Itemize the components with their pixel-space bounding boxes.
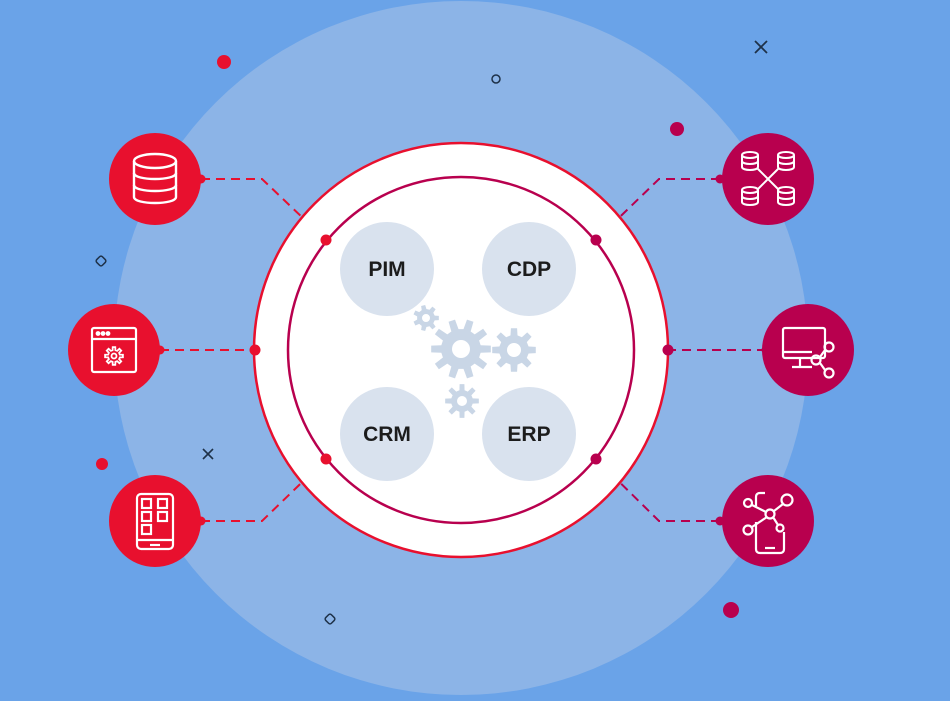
node-crm[interactable]: CRM [340, 387, 434, 481]
node-pim[interactable]: PIM [340, 222, 434, 316]
node-cdp[interactable]: CDP [482, 222, 576, 316]
port-dot [590, 453, 602, 465]
mobile-app-icon [135, 492, 175, 551]
connector-database [201, 178, 327, 241]
decor-dot [670, 122, 684, 136]
source-database[interactable] [109, 133, 201, 225]
monitor-share-icon [781, 326, 835, 379]
decor-diamond [95, 255, 107, 267]
hub-inner-ring [286, 175, 636, 525]
port-dot [590, 234, 602, 246]
decor-dot [217, 55, 231, 69]
node-pim-label: PIM [368, 258, 405, 281]
hub-outer-ring [252, 141, 670, 559]
hub [252, 141, 670, 559]
database-network-icon [741, 151, 795, 206]
node-cdp-label: CDP [507, 258, 551, 281]
decor-dot [96, 458, 108, 470]
decorative-marks [95, 40, 768, 625]
node-erp-label: ERP [507, 423, 550, 446]
gear-cluster [413, 305, 536, 418]
port-dot [320, 453, 332, 465]
decor-cross [754, 40, 768, 54]
gear-icon [445, 384, 479, 418]
gear-icon [431, 319, 491, 379]
port-dot [662, 344, 674, 356]
source-web-app[interactable] [68, 304, 160, 396]
mobile-network-icon [742, 491, 794, 555]
port-dot [320, 234, 332, 246]
output-desktop-share[interactable] [762, 304, 854, 396]
gear-icon [413, 305, 439, 331]
decor-cross [202, 448, 214, 460]
gear-icon [492, 328, 536, 372]
node-erp[interactable]: ERP [482, 387, 576, 481]
database-icon [132, 152, 178, 205]
hub-nodes: PIM CDP CRM ERP [340, 222, 576, 481]
output-mobile-network[interactable] [722, 475, 814, 567]
decor-ring [491, 74, 501, 84]
source-mobile-app[interactable] [109, 475, 201, 567]
connector-data-network [595, 178, 720, 241]
decor-diamond [324, 613, 336, 625]
node-crm-label: CRM [363, 423, 411, 446]
browser-settings-icon [90, 326, 138, 374]
port-dot [249, 344, 261, 356]
output-data-network[interactable] [722, 133, 814, 225]
connector-mobile-network [595, 458, 720, 522]
decor-dot [723, 602, 739, 618]
